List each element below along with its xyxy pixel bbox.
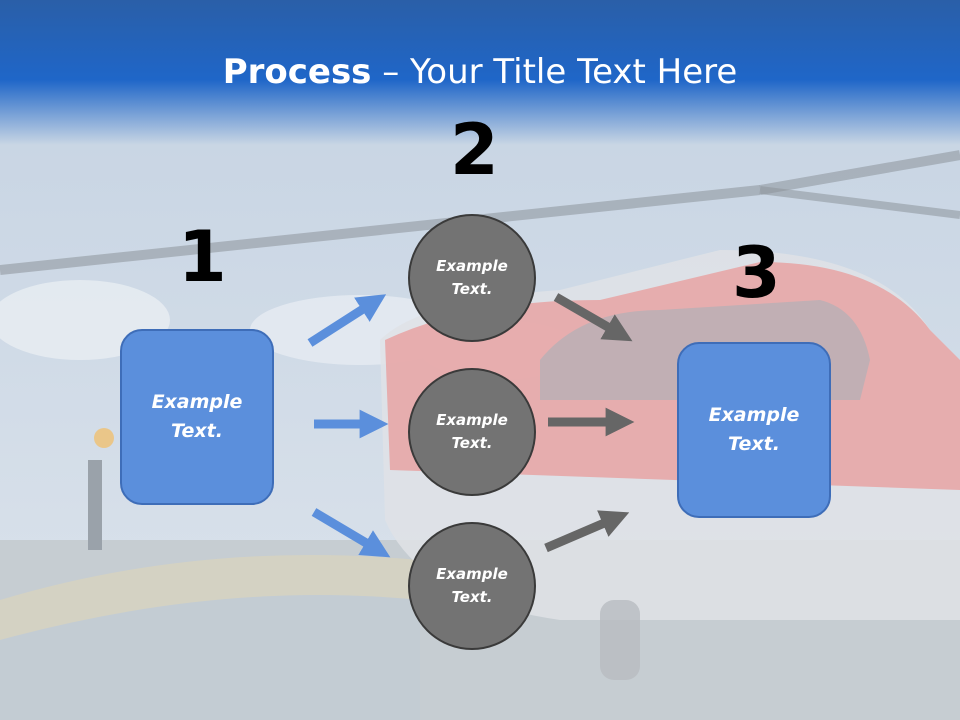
step-1-line2: Text.	[171, 420, 223, 442]
step-3-line2: Text.	[728, 433, 780, 455]
circle-top-line2: Text.	[451, 280, 493, 298]
step-number-1: 1	[178, 216, 227, 298]
step-number-2: 2	[450, 109, 499, 191]
circle-bottom-line2: Text.	[451, 588, 493, 606]
step-number-3: 3	[732, 232, 781, 314]
arrow-gray-up	[544, 510, 630, 553]
circle-top-line1: Example	[436, 257, 508, 275]
arrow-blue-up	[307, 294, 387, 347]
arrow-blue-down	[311, 508, 391, 558]
page-title: Process – Your Title Text Here	[0, 52, 960, 92]
circle-bottom-line1: Example	[436, 565, 508, 583]
step-3-line1: Example	[708, 404, 800, 426]
arrow-gray-down	[553, 293, 633, 342]
circle-middle-line2: Text.	[451, 434, 493, 452]
title-bold: Process	[222, 52, 372, 92]
title-rest: – Your Title Text Here	[371, 52, 738, 92]
step-1-line1: Example	[151, 391, 243, 413]
circle-middle-line1: Example	[436, 411, 508, 429]
